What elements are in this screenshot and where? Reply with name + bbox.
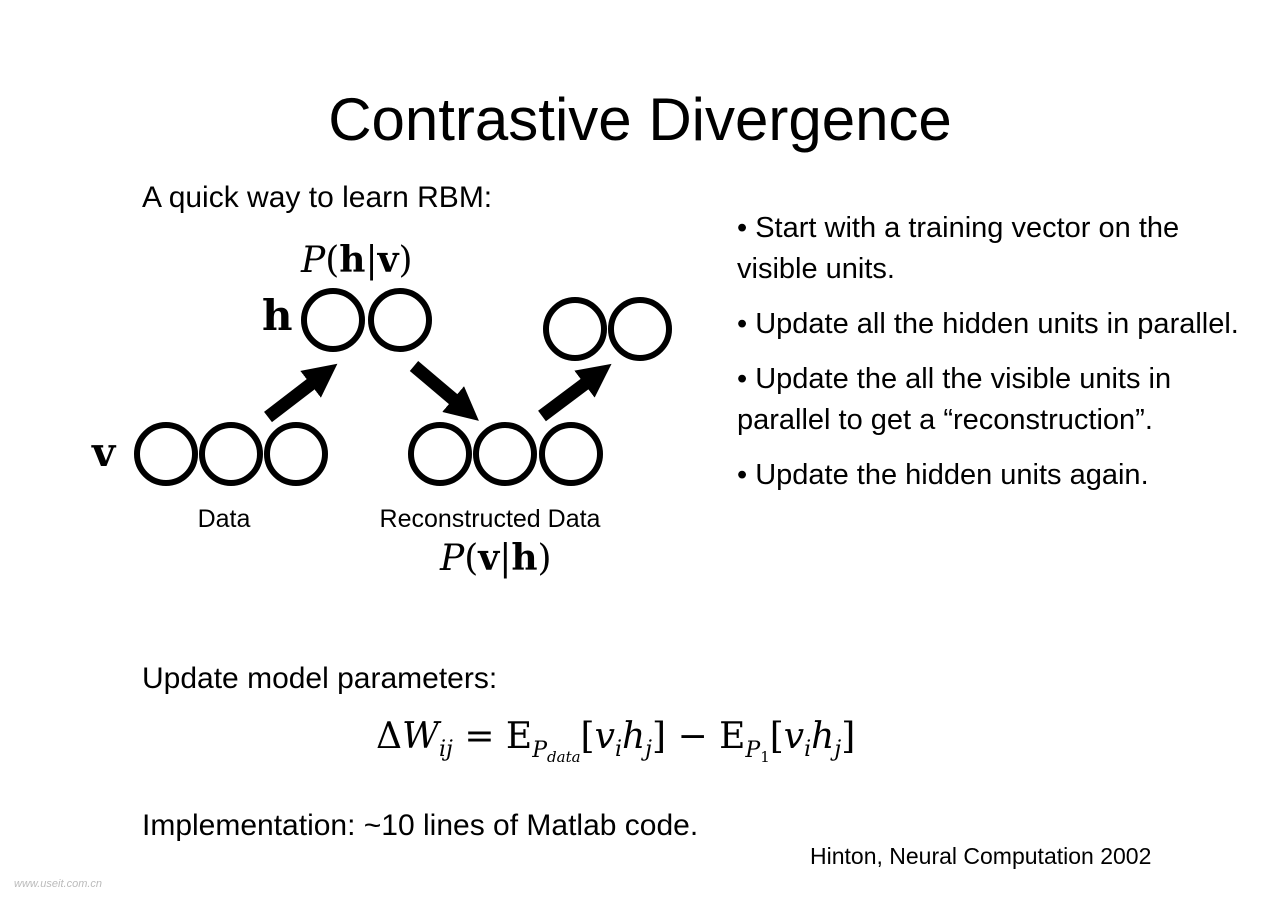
bullet-item: • Update the all the visible units in pa… — [737, 359, 1257, 441]
hidden-unit — [301, 288, 365, 352]
bullet-list: • Start with a training vector on the vi… — [737, 208, 1257, 510]
bullet-text: • Update the hidden units again. — [737, 459, 1149, 491]
arrow-up-icon — [264, 363, 338, 423]
hidden-unit — [608, 297, 672, 361]
bullet-text: • Update the all the visible units in pa… — [737, 363, 1172, 436]
visible-unit — [473, 422, 537, 486]
visible-unit — [408, 422, 472, 486]
p-v-given-h-label: P(v|h) — [439, 537, 552, 579]
citation: Hinton, Neural Computation 2002 — [810, 843, 1152, 869]
visible-unit — [134, 422, 198, 486]
watermark: www.useit.com.cn — [14, 878, 103, 890]
bullet-text: • Update all the hidden units in paralle… — [737, 308, 1239, 340]
hidden-unit — [543, 297, 607, 361]
visible-layer-label: v — [91, 429, 117, 476]
bullet-item: • Update the hidden units again. — [737, 455, 1257, 496]
bullet-text: • Start with a training vector on the vi… — [737, 212, 1180, 285]
hidden-unit — [368, 288, 432, 352]
reconstructed-data-caption: Reconstructed Data — [380, 505, 601, 533]
hidden-layer-label: h — [262, 291, 293, 340]
arrow-up-icon — [538, 363, 612, 422]
slide-title: Contrastive Divergence — [328, 86, 952, 153]
intro-text: A quick way to learn RBM: — [142, 181, 493, 214]
bullet-item: • Update all the hidden units in paralle… — [737, 304, 1257, 345]
update-equation: ΔWij = EPdata[vihj] − EP1[vihj] — [376, 716, 855, 766]
visible-unit — [539, 422, 603, 486]
data-caption: Data — [198, 505, 251, 533]
params-label: Update model parameters: — [142, 662, 498, 695]
p-h-given-v-label: P(h|v) — [300, 239, 413, 281]
visible-unit — [264, 422, 328, 486]
visible-unit — [199, 422, 263, 486]
implementation-note: Implementation: ~10 lines of Matlab code… — [142, 809, 699, 842]
bullet-item: • Start with a training vector on the vi… — [737, 208, 1257, 290]
arrow-down-icon — [409, 361, 479, 421]
